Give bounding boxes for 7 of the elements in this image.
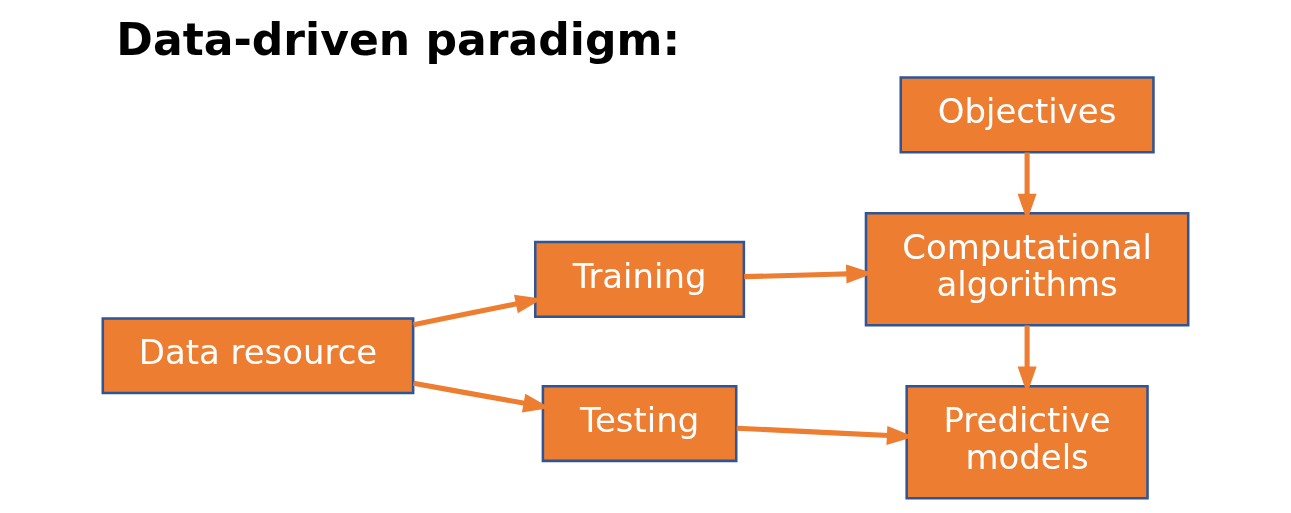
node-box: Data resource: [101, 317, 415, 395]
node-box: Objectives: [899, 76, 1155, 154]
node-box: Predictive models: [905, 384, 1149, 500]
node-box: Testing: [541, 384, 738, 463]
diagram-title: Data-driven paradigm:: [116, 14, 681, 66]
node-box: Computational algorithms: [864, 212, 1190, 327]
node-box: Training: [534, 240, 746, 318]
